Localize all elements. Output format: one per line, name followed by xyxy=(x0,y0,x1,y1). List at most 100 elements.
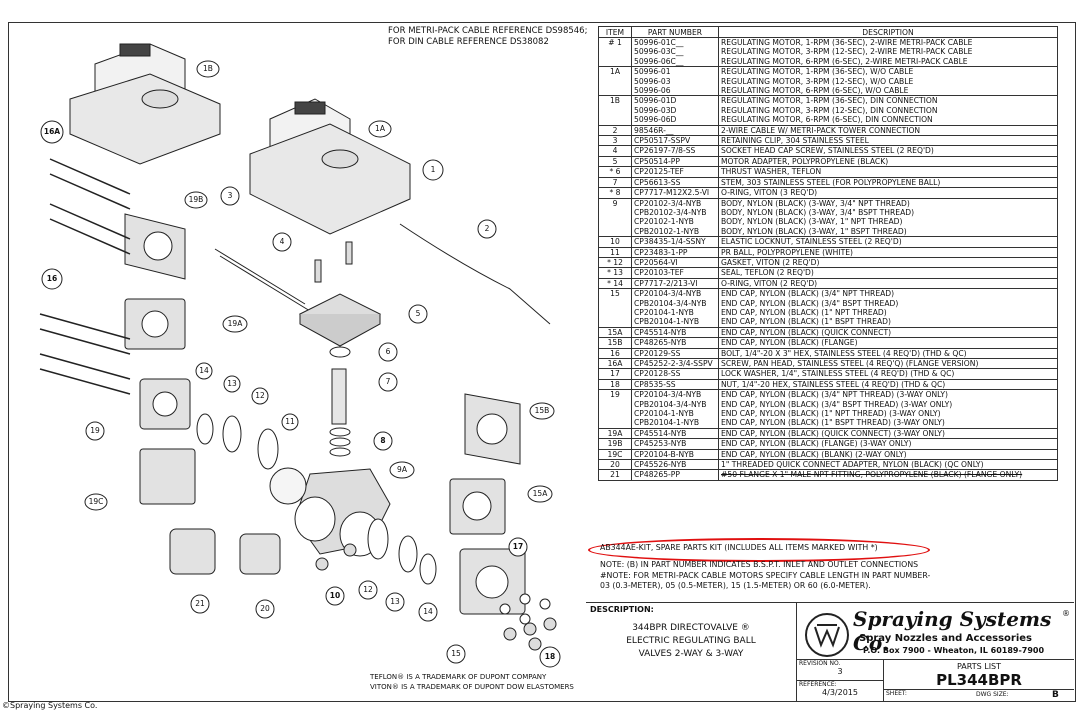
callout-label: 19A xyxy=(227,319,243,328)
cell-desc: PR BALL, POLYPROPYLENE (WHITE) xyxy=(718,246,1058,258)
cell-item: 19 xyxy=(598,389,632,400)
callout-label: 14 xyxy=(423,607,433,616)
cell-desc: BODY, NYLON (BLACK) (3-WAY, 1" BSPT THRE… xyxy=(718,226,1058,237)
dwg-size-value: B xyxy=(1052,690,1059,700)
description-line: 344BPR DIRECTOVALVE ® xyxy=(632,623,750,633)
cell-pn: CP20104-B-NYB xyxy=(631,448,719,460)
company-name: Spraying Systems Co. xyxy=(853,607,1052,655)
cell-pn: CP7717-2/213-VI xyxy=(631,277,719,289)
cell-pn: CPB20102-3/4-NYB xyxy=(631,207,719,218)
cell-desc: BODY, NYLON (BLACK) (3-WAY, 1" NPT THREA… xyxy=(718,217,1058,227)
cell-pn: CP8535-SS xyxy=(631,378,719,390)
cell-item xyxy=(598,307,632,318)
cell-item: 11 xyxy=(598,246,632,258)
callout-label: 10 xyxy=(329,591,341,600)
cell-item xyxy=(598,317,632,328)
cell-desc: BODY, NYLON (BLACK) (3-WAY, 3/4" BSPT TH… xyxy=(718,207,1058,218)
cell-pn: CPB20104-3/4-NYB xyxy=(631,399,719,410)
cell-pn: CP20104-3/4-NYB xyxy=(631,389,719,400)
cell-desc: END CAP, NYLON (BLACK) (3/4" NPT THREAD) xyxy=(718,288,1058,299)
spare-parts-kit-line: AB344AE-KIT, SPARE PARTS KIT (INCLUDES A… xyxy=(600,543,878,552)
cell-pn: CP20103-TEF xyxy=(631,267,719,279)
cell-item: 16 xyxy=(598,347,632,359)
table-header-row: ITEM PART NUMBER DESCRIPTION xyxy=(598,26,1058,38)
cell-desc: LOCK WASHER, 1/4", STAINLESS STEEL (4 RE… xyxy=(718,368,1058,380)
cell-item: 9 xyxy=(598,197,632,208)
table-row: 50996-03C__REGULATING MOTOR, 3-RPM (12-S… xyxy=(598,47,1058,57)
cell-pn: CP50514-PP xyxy=(631,155,719,167)
callout-label: 5 xyxy=(415,309,421,318)
parts-list-label: PARTS LIST xyxy=(956,662,1002,671)
cell-pn: CP20104-1-NYB xyxy=(631,409,719,419)
callout-label: 21 xyxy=(195,599,205,608)
cell-desc: REGULATING MOTOR, 6-RPM (6-SEC), DIN CON… xyxy=(718,115,1058,126)
callout-label: 17 xyxy=(512,542,524,551)
header-item: ITEM xyxy=(598,26,632,38)
cell-desc: ELASTIC LOCKNUT, STAINLESS STEEL (2 REQ'… xyxy=(718,236,1058,248)
cell-item: 20 xyxy=(598,459,632,470)
cell-item xyxy=(598,47,632,57)
cell-pn: 98546R-__ xyxy=(631,124,719,136)
cell-item: * 6 xyxy=(598,166,632,178)
cell-desc: SEAL, TEFLON (2 REQ'D) xyxy=(718,267,1058,279)
cell-desc: END CAP, NYLON (BLACK) (3/4" BSPT THREAD… xyxy=(718,298,1058,308)
cell-desc: END CAP, NYLON (BLACK) (1" NPT THREAD) (… xyxy=(718,409,1058,419)
cell-pn: CP45252-2-3/4-SSPV xyxy=(631,357,719,369)
cell-desc: STEM, 303 STAINLESS STEEL (FOR POLYPROPY… xyxy=(718,176,1058,188)
cell-desc: GASKET, VITON (2 REQ'D) xyxy=(718,256,1058,268)
reference-date: 4/3/2015 xyxy=(822,688,858,697)
cell-item: 16A xyxy=(598,357,632,369)
cell-pn: 50996-01 xyxy=(631,66,719,77)
reference-box: REFERENCE: 4/3/2015 xyxy=(797,680,884,702)
cell-pn: CP20102-1-NYB xyxy=(631,217,719,227)
cell-item: 19C xyxy=(598,448,632,460)
cell-desc: 1" THREADED QUICK CONNECT ADAPTER, NYLON… xyxy=(718,459,1058,470)
cell-pn: CPB20104-3/4-NYB xyxy=(631,298,719,308)
cell-item: 19A xyxy=(598,427,632,439)
callout-label: 14 xyxy=(199,366,209,375)
cell-pn: 50996-01C__ xyxy=(631,37,719,48)
description-line: ELECTRIC REGULATING BALL xyxy=(626,636,756,646)
spare-kit-highlight-oval xyxy=(588,538,930,562)
notes-block: NOTE: (B) IN PART NUMBER INDICATES B.S.P… xyxy=(600,560,930,592)
copyright: ©Spraying Systems Co. xyxy=(2,701,98,710)
cell-desc: END CAP, NYLON (BLACK) (3/4" BSPT THREAD… xyxy=(718,399,1058,410)
cell-item xyxy=(598,115,632,126)
cell-item: 15A xyxy=(598,326,632,338)
cell-pn: CP45526-NYB xyxy=(631,459,719,470)
cell-desc: REGULATING MOTOR, 1-RPM (36-SEC), 2-WIRE… xyxy=(718,37,1058,48)
cell-pn: CP20104-3/4-NYB xyxy=(631,288,719,299)
company-address: P.O. Box 7900 - Wheaton, IL 60189-7900 xyxy=(863,646,1045,655)
sheet-box: SHEET: DWG SIZE: B xyxy=(884,689,1074,702)
cell-pn: CP45253-NYB xyxy=(631,438,719,450)
company-tagline: Spray Nozzles and Accessories xyxy=(859,633,1033,644)
cell-item xyxy=(598,217,632,227)
cell-item xyxy=(598,418,632,429)
trademark-note: TEFLON® IS A TRADEMARK OF DUPONT COMPANY… xyxy=(370,672,574,692)
cell-item: 1B xyxy=(598,95,632,106)
dwg-size-label: DWG SIZE: xyxy=(976,691,1009,698)
cell-item: 19B xyxy=(598,438,632,450)
trademark-teflon: TEFLON® IS A TRADEMARK OF DUPONT COMPANY xyxy=(370,673,547,681)
cell-desc: REGULATING MOTOR, 3-RPM (12-SEC), 2-WIRE… xyxy=(718,47,1058,57)
registered-mark: ® xyxy=(1062,609,1070,618)
cell-pn: CP23483-1-PP xyxy=(631,246,719,258)
cell-desc: END CAP, NYLON (BLACK) (FLANGE) xyxy=(718,337,1058,349)
parts-list-box: PARTS LIST PL344BPR xyxy=(884,659,1074,690)
